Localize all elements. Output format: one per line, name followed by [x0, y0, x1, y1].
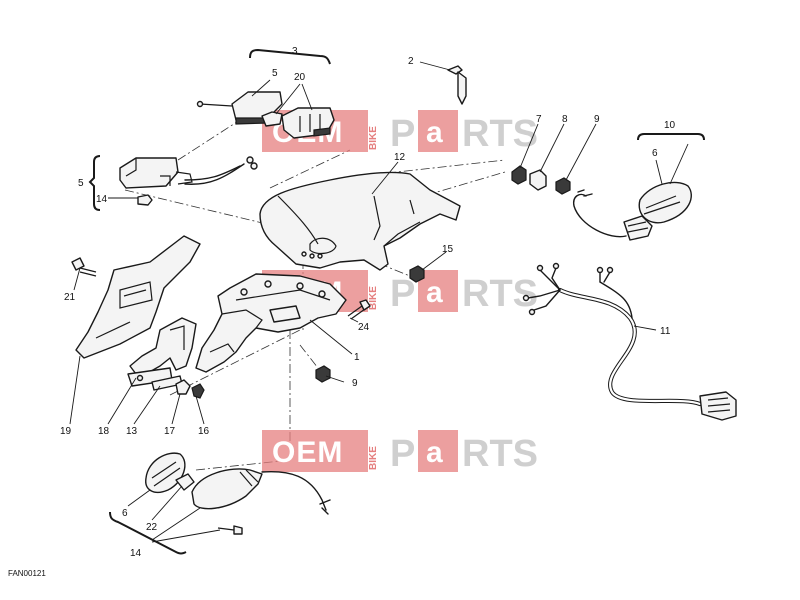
callout-9-lower: 9 — [352, 378, 358, 389]
svg-text:OEM: OEM — [272, 436, 343, 469]
clip-part — [447, 65, 467, 105]
callout-4: 5 — [272, 68, 278, 79]
callout-3: 3 — [292, 46, 298, 57]
callout-8: 8 — [562, 114, 568, 125]
svg-text:a: a — [426, 116, 443, 149]
callout-2: 2 — [408, 56, 414, 67]
callout-14: 14 — [130, 548, 142, 559]
svg-text:RTS: RTS — [462, 113, 538, 155]
callout-24: 24 — [358, 322, 370, 333]
svg-text:BIKE: BIKE — [368, 126, 379, 150]
rubber-spacers — [511, 165, 571, 195]
callout-22: 20 — [294, 72, 306, 83]
svg-text:BIKE: BIKE — [368, 286, 379, 310]
callout-10: 10 — [664, 120, 676, 131]
callout-20: 19 — [60, 426, 72, 437]
svg-text:a: a — [426, 276, 443, 309]
bolt-part-24 — [347, 299, 371, 320]
wiring-harness — [522, 262, 737, 421]
callout-21: 21 — [64, 292, 76, 303]
leader-lines — [69, 61, 689, 543]
callout-6-lower: 6 — [122, 508, 128, 519]
screw-part-21 — [71, 257, 97, 277]
svg-text:P: P — [390, 433, 415, 475]
svg-text:P: P — [390, 113, 415, 155]
callout-5: 5 — [78, 178, 84, 189]
callout-12: 12 — [394, 152, 406, 163]
svg-text:RTS: RTS — [462, 273, 538, 315]
callout-13: 13 — [126, 426, 138, 437]
callout-9-upper: 9 — [594, 114, 600, 125]
svg-text:a: a — [426, 436, 443, 469]
callout-18: 17 — [164, 426, 176, 437]
grommet-part — [315, 365, 331, 383]
callout-1: 1 — [354, 352, 360, 363]
drawing-code: FAN00121 — [8, 569, 46, 578]
callout-16: 15 — [442, 244, 454, 255]
callout-labels: 3 5 20 2 7 8 9 10 6 12 5 14 15 21 24 1 1… — [60, 46, 676, 559]
callout-19: 18 — [98, 426, 110, 437]
license-plate-bracket — [195, 273, 347, 373]
rear-fender — [259, 171, 461, 271]
callout-6-upper: 6 — [652, 148, 658, 159]
svg-text:P: P — [390, 273, 415, 315]
callout-11: 11 — [660, 326, 671, 337]
left-turn-signal — [145, 452, 331, 535]
callout-7: 7 — [536, 114, 542, 125]
license-plate-holder — [75, 235, 201, 359]
callout-23: 22 — [146, 522, 158, 533]
callout-15: 14 — [96, 194, 108, 205]
license-plate-light — [119, 156, 258, 206]
callout-17: 16 — [198, 426, 210, 437]
svg-text:BIKE: BIKE — [368, 446, 379, 470]
watermark-oem-bike-parts-3: OEM BIKE P a RTS — [262, 430, 538, 475]
svg-text:RTS: RTS — [462, 433, 538, 475]
group-brackets — [88, 48, 705, 555]
right-turn-signal — [572, 181, 692, 241]
nut-part — [409, 265, 425, 283]
tail-light-assembly — [196, 91, 335, 139]
